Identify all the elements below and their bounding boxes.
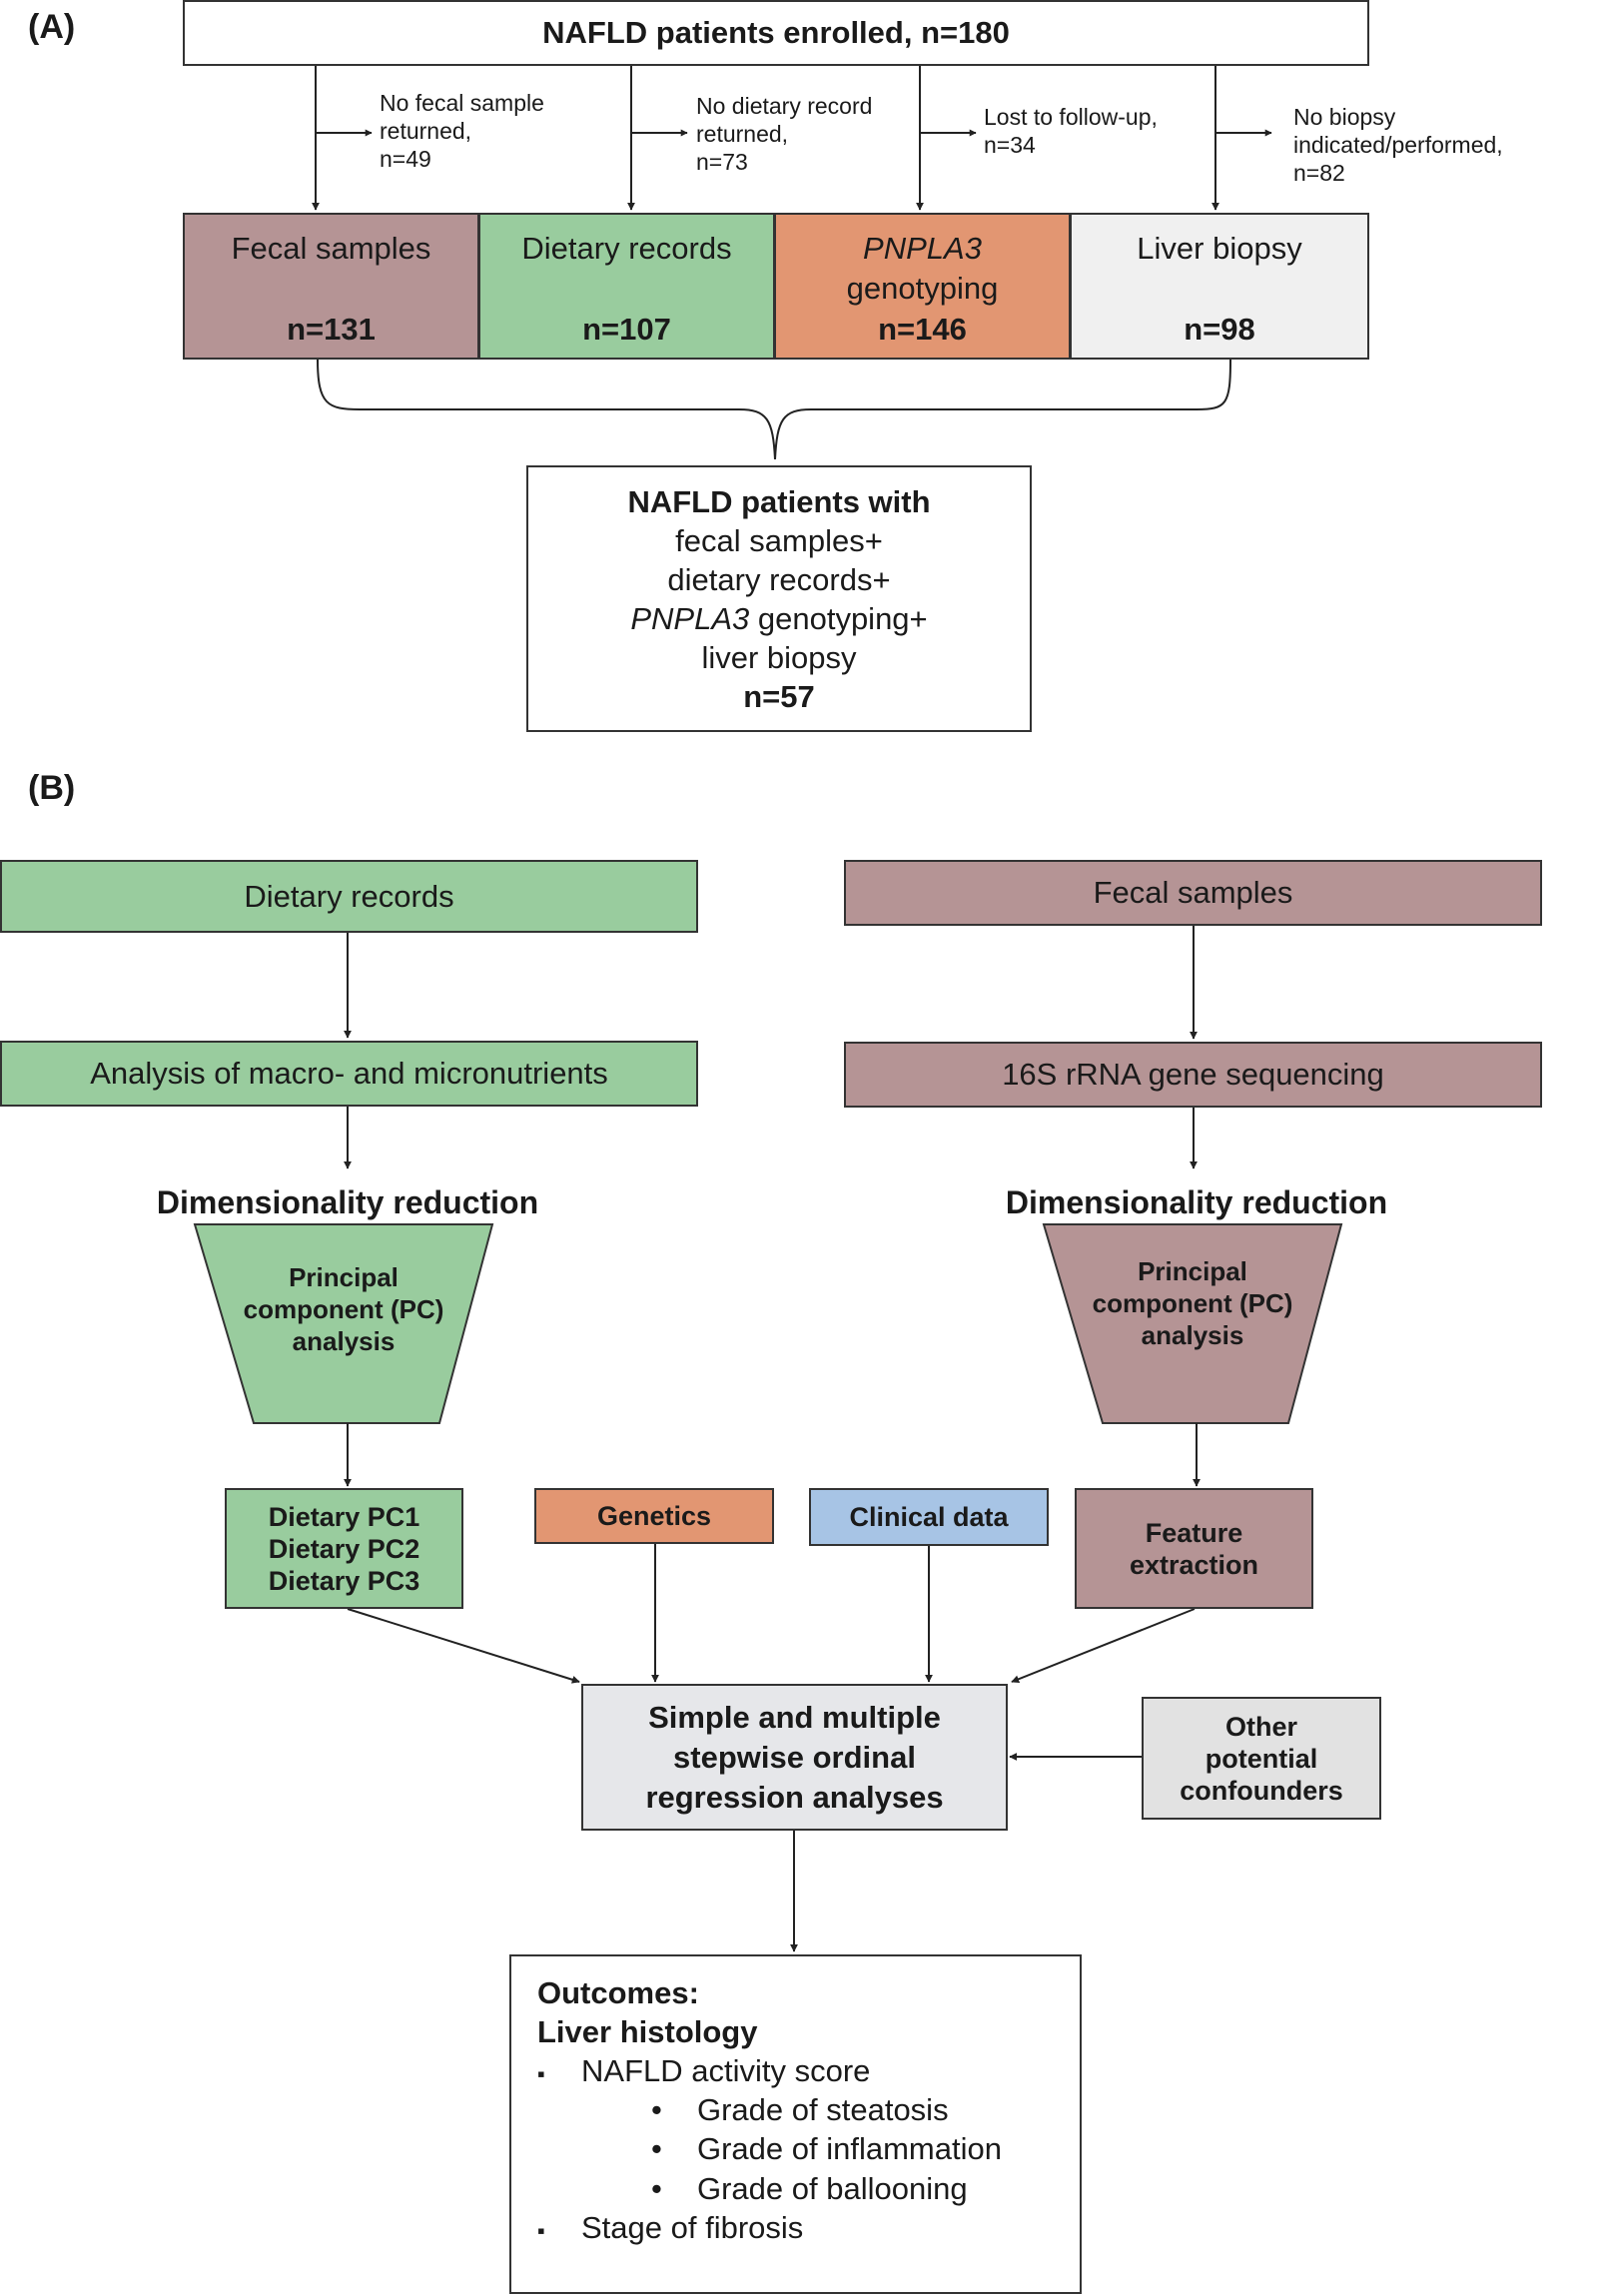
dietary-pca-trapezoid <box>193 1223 494 1424</box>
group-dietary-records: Dietary records n=107 <box>478 213 775 360</box>
combined-title: NAFLD patients with <box>627 483 931 519</box>
outcome-item-inflammation: •Grade of inflammation <box>651 2131 1002 2166</box>
exclusion-note-fecal: No fecal sample returned, n=49 <box>380 90 544 172</box>
outcome-item-steatosis: •Grade of steatosis <box>651 2092 949 2127</box>
dietary-records-source: Dietary records <box>0 860 698 933</box>
group-liver-biopsy: Liver biopsy n=98 <box>1070 213 1369 360</box>
group-brace <box>317 359 1231 460</box>
dietary-dim-reduction-label: Dimensionality reduction <box>156 1184 539 1220</box>
group-fecal-samples: Fecal samples n=131 <box>183 213 479 360</box>
dietary-pc-outputs: Dietary PC1 Dietary PC2 Dietary PC3 <box>225 1488 463 1609</box>
genetics-box: Genetics <box>534 1488 774 1544</box>
exclusion-note-followup: Lost to follow-up, n=34 <box>984 104 1158 158</box>
confounders-box: Other potential confounders <box>1142 1697 1381 1820</box>
combined-cohort-box: NAFLD patients with fecal samples+ dieta… <box>526 465 1032 732</box>
feature-extraction-box: Feature extraction <box>1075 1488 1313 1609</box>
outcome-item-ballooning: •Grade of ballooning <box>651 2171 968 2206</box>
outcomes-box: Outcomes: Liver histology ▪NAFLD activit… <box>509 1954 1082 2294</box>
fecal-dim-reduction-label: Dimensionality reduction <box>1005 1184 1388 1220</box>
exclusion-note-dietary: No dietary record returned, n=73 <box>696 93 873 175</box>
outcomes-title: Outcomes: <box>537 1975 699 2010</box>
regression-analysis-box: Simple and multiple stepwise ordinal reg… <box>581 1684 1008 1831</box>
group-pnpla3-genotyping: PNPLA3 genotyping n=146 <box>774 213 1071 360</box>
enrolled-box: NAFLD patients enrolled, n=180 <box>183 0 1369 66</box>
outcomes-subtitle: Liver histology <box>537 2014 758 2049</box>
dietary-pca-label: Principal component (PC) analysis <box>243 1262 444 1356</box>
fecal-pca-trapezoid <box>1042 1223 1343 1424</box>
exclusion-note-biopsy: No biopsy indicated/performed, n=82 <box>1293 104 1503 186</box>
panel-a-label: (A) <box>28 8 76 46</box>
outcome-item-fibrosis: ▪Stage of fibrosis <box>537 2210 804 2245</box>
nutrient-analysis-box: Analysis of macro- and micronutrients <box>0 1041 698 1107</box>
combined-n: n=57 <box>743 678 815 714</box>
sequencing-box: 16S rRNA gene sequencing <box>844 1042 1542 1108</box>
enrolled-to-groups-arrows <box>312 64 1219 211</box>
flow-arrows <box>344 925 1201 1952</box>
outcome-item-nas: ▪NAFLD activity score <box>537 2053 871 2088</box>
fecal-samples-source: Fecal samples <box>844 860 1542 926</box>
fecal-pca-label: Principal component (PC) analysis <box>1092 1256 1293 1350</box>
clinical-data-box: Clinical data <box>809 1488 1049 1546</box>
panel-b-label: (B) <box>28 769 76 807</box>
